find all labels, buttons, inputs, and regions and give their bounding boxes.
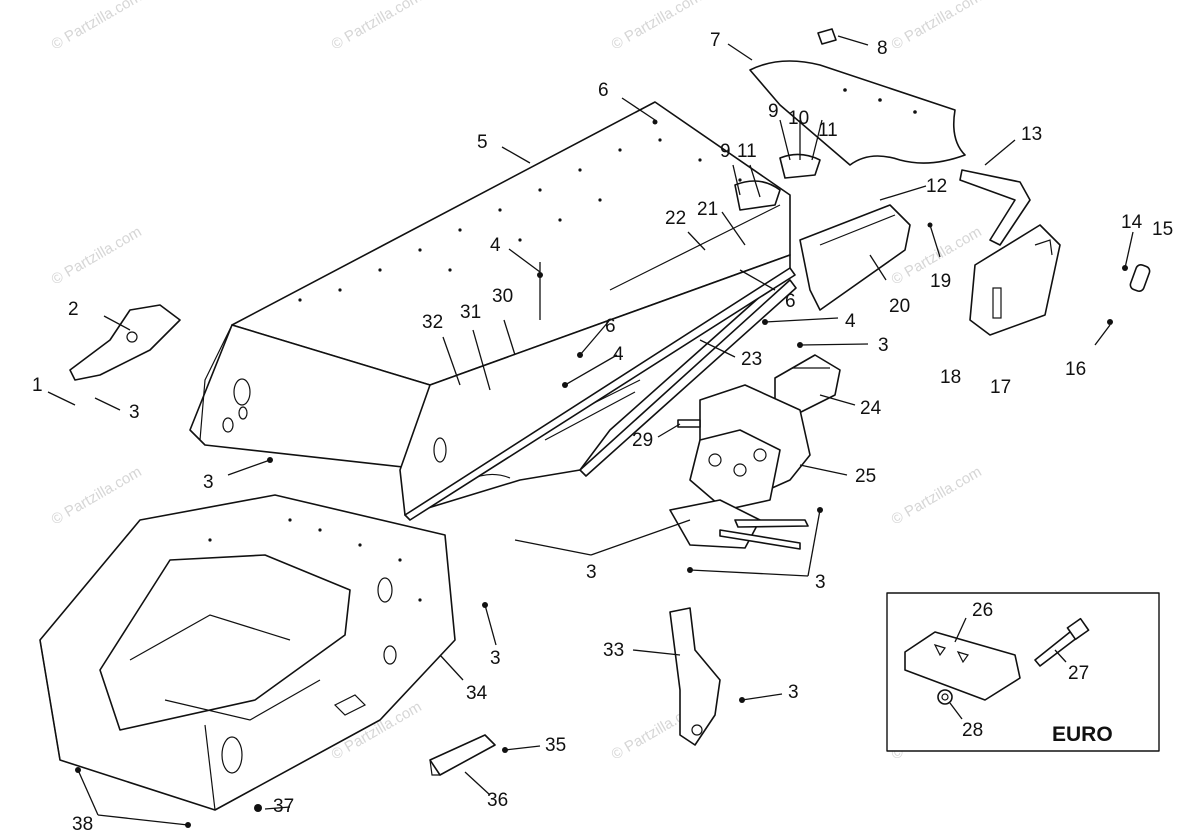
callout-35: 35 bbox=[545, 735, 566, 756]
euro-inset: EURO bbox=[886, 592, 1160, 752]
callout-4: 4 bbox=[613, 344, 624, 365]
watermark: © Partzilla.com bbox=[49, 463, 145, 528]
callout-27: 27 bbox=[1068, 663, 1089, 684]
callout-16: 16 bbox=[1065, 359, 1086, 380]
callout-34: 34 bbox=[466, 683, 488, 704]
callout-6: 6 bbox=[598, 80, 609, 101]
callout-labels: 7 8 6 5 9 10 11 9 11 12 13 14 15 16 17 1… bbox=[32, 30, 1173, 831]
callout-14: 14 bbox=[1121, 212, 1143, 233]
watermark: © Partzilla.com bbox=[889, 0, 985, 53]
callout-4: 4 bbox=[490, 235, 501, 256]
tunnel-part bbox=[189, 101, 821, 471]
callout-11: 11 bbox=[818, 120, 838, 141]
callout-15: 15 bbox=[1152, 219, 1173, 240]
callout-25: 25 bbox=[855, 466, 876, 487]
bracket-2-part bbox=[69, 304, 181, 381]
callout-10: 10 bbox=[788, 108, 809, 129]
callout-30: 30 bbox=[492, 286, 513, 307]
callout-18: 18 bbox=[940, 367, 961, 388]
angle-36-part bbox=[429, 734, 496, 776]
callout-33: 33 bbox=[603, 640, 624, 661]
callout-29: 29 bbox=[632, 430, 653, 451]
callout-13: 13 bbox=[1021, 124, 1042, 145]
bracket-25-part bbox=[689, 384, 811, 511]
plate-18-part bbox=[969, 224, 1061, 336]
callout-23: 23 bbox=[741, 349, 762, 370]
callout-1: 1 bbox=[32, 375, 43, 396]
bracket-13-part bbox=[959, 169, 1031, 246]
cap-15-part bbox=[1129, 263, 1151, 293]
callout-20: 20 bbox=[889, 296, 910, 317]
bulkhead-34-part bbox=[39, 494, 456, 811]
callout-3: 3 bbox=[203, 472, 214, 493]
watermark: © Partzilla.com bbox=[889, 463, 985, 528]
callout-19: 19 bbox=[930, 271, 951, 292]
watermark: © Partzilla.com bbox=[329, 0, 425, 53]
callout-17: 17 bbox=[990, 377, 1011, 398]
callout-8: 8 bbox=[877, 38, 888, 59]
callout-12: 12 bbox=[926, 176, 947, 197]
callout-26: 26 bbox=[972, 600, 993, 621]
callout-9: 9 bbox=[768, 101, 779, 122]
callout-21: 21 bbox=[697, 199, 718, 220]
callout-3: 3 bbox=[490, 648, 501, 669]
callout-3: 3 bbox=[586, 562, 597, 583]
callout-24: 24 bbox=[860, 398, 882, 419]
callout-22: 22 bbox=[665, 208, 686, 229]
inset-label: EURO bbox=[1052, 723, 1113, 746]
callout-31: 31 bbox=[460, 302, 481, 323]
watermark: © Partzilla.com bbox=[49, 223, 145, 288]
callout-3: 3 bbox=[815, 572, 826, 593]
rail-23-part bbox=[404, 204, 797, 521]
callout-3: 3 bbox=[878, 335, 889, 356]
callout-32: 32 bbox=[422, 312, 443, 333]
callout-3: 3 bbox=[788, 682, 799, 703]
bracket-33-part bbox=[669, 607, 721, 746]
callout-28: 28 bbox=[962, 720, 983, 741]
callout-38: 38 bbox=[72, 814, 93, 831]
callout-6: 6 bbox=[605, 316, 616, 337]
callout-9: 9 bbox=[720, 141, 731, 162]
watermark: © Partzilla.com bbox=[609, 0, 705, 53]
callout-36: 36 bbox=[487, 790, 508, 811]
channel-20-part bbox=[799, 204, 911, 311]
callout-4: 4 bbox=[845, 311, 856, 332]
callout-5: 5 bbox=[477, 132, 488, 153]
leader-lines bbox=[47, 35, 1134, 826]
callout-6: 6 bbox=[785, 291, 796, 312]
lower-bracket-part bbox=[669, 499, 809, 550]
watermark: © Partzilla.com bbox=[49, 0, 145, 53]
callout-37: 37 bbox=[273, 796, 294, 817]
callout-3: 3 bbox=[129, 402, 140, 423]
bolt-8-part bbox=[817, 28, 837, 45]
callout-11: 11 bbox=[737, 141, 757, 162]
fastener-dots bbox=[75, 119, 1128, 828]
rear-flap-part bbox=[749, 60, 966, 166]
pin-29-part bbox=[677, 419, 701, 428]
callout-2: 2 bbox=[68, 299, 79, 320]
callout-7: 7 bbox=[710, 30, 721, 51]
